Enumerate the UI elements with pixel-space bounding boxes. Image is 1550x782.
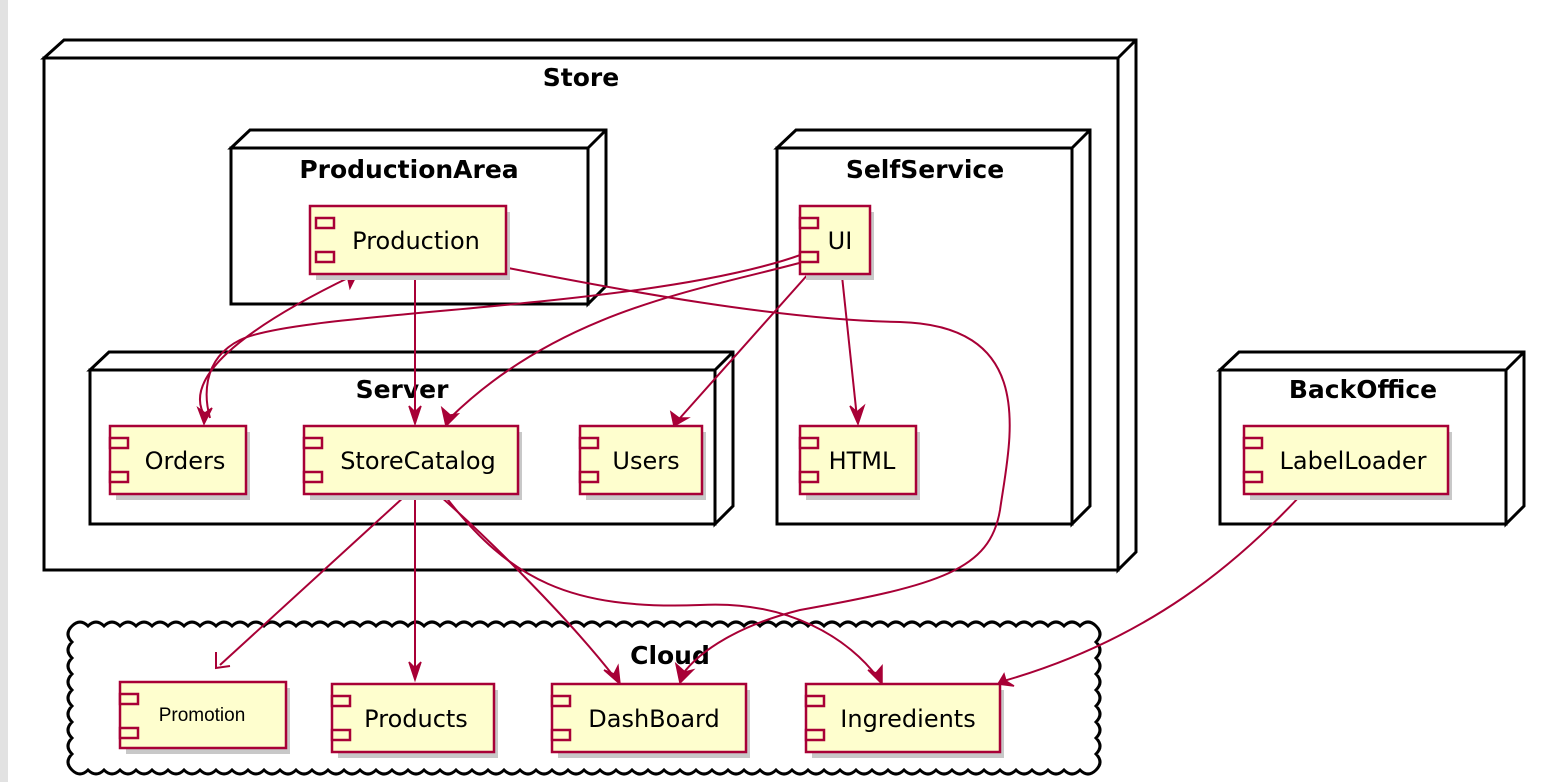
component-label-storecatalog: StoreCatalog (340, 447, 496, 475)
component-html[interactable]: HTML (798, 424, 920, 500)
edge-ui-users (679, 271, 811, 419)
node-title-self-service: SelfService (846, 155, 1004, 184)
edge-storecatalog-promotion (219, 495, 406, 666)
edge-orders-production (199, 275, 353, 419)
arrowhead-ingredients-from-storecatalog (867, 663, 883, 686)
component-label-users: Users (612, 447, 679, 475)
component-label-promotion: Promotion (159, 705, 246, 726)
arrowhead-promotion-from-storecatalog (215, 652, 231, 670)
component-storecatalog[interactable]: StoreCatalog (302, 424, 522, 500)
node-title-cloud: Cloud (630, 641, 710, 670)
edges (196, 253, 1301, 723)
component-label-ui: UI (828, 227, 853, 255)
node-title-server: Server (356, 375, 450, 404)
edge-ui-storecatalog (449, 261, 804, 419)
arrowhead-users-from-ui (669, 410, 691, 428)
arrowhead-dashboard-from-production (674, 661, 696, 685)
edge-ui-html (841, 275, 858, 419)
component-label-production: Production (352, 227, 480, 255)
component-ingredients[interactable]: Ingredients (804, 682, 1004, 758)
component-products[interactable]: Products (330, 682, 498, 758)
component-dashboard[interactable]: DashBoard (550, 682, 750, 758)
edge-storecatalog-ingredients (444, 495, 879, 679)
node-title-back-office: BackOffice (1289, 375, 1437, 404)
arrowhead-storecatalog-from-ui (440, 405, 461, 428)
arrowhead-dashboard-from-storecatalog (603, 663, 621, 686)
component-label-orders: Orders (145, 447, 226, 475)
edge-labelloader-ingredients (999, 495, 1301, 683)
component-production[interactable]: Production (308, 204, 510, 280)
edge-ui-orders (205, 253, 804, 419)
edge-production-dashboard (507, 267, 1011, 676)
component-label-dashboard: DashBoard (588, 705, 719, 733)
node-title-store: Store (543, 63, 619, 92)
component-orders[interactable]: Orders (108, 424, 250, 500)
component-users[interactable]: Users (578, 424, 706, 500)
arrowhead-ingredients-from-labelloader (996, 672, 1015, 687)
component-label-products: Products (364, 705, 468, 733)
arrowhead-storecatalog-from-production (408, 405, 422, 427)
component-labelloader[interactable]: LabelLoader (1242, 424, 1452, 500)
arrowhead-products-from-storecatalog (408, 661, 422, 683)
left-scroll-gutter (0, 0, 8, 782)
node-title-production-area: ProductionArea (299, 155, 518, 184)
component-label-labelloader: LabelLoader (1280, 447, 1427, 475)
arrowhead-html-from-ui (849, 403, 866, 427)
component-promotion[interactable]: Promotion (96, 680, 334, 764)
component-label-html: HTML (829, 447, 896, 475)
component-ui[interactable]: UI (798, 204, 874, 280)
component-label-ingredients: Ingredients (840, 705, 975, 733)
